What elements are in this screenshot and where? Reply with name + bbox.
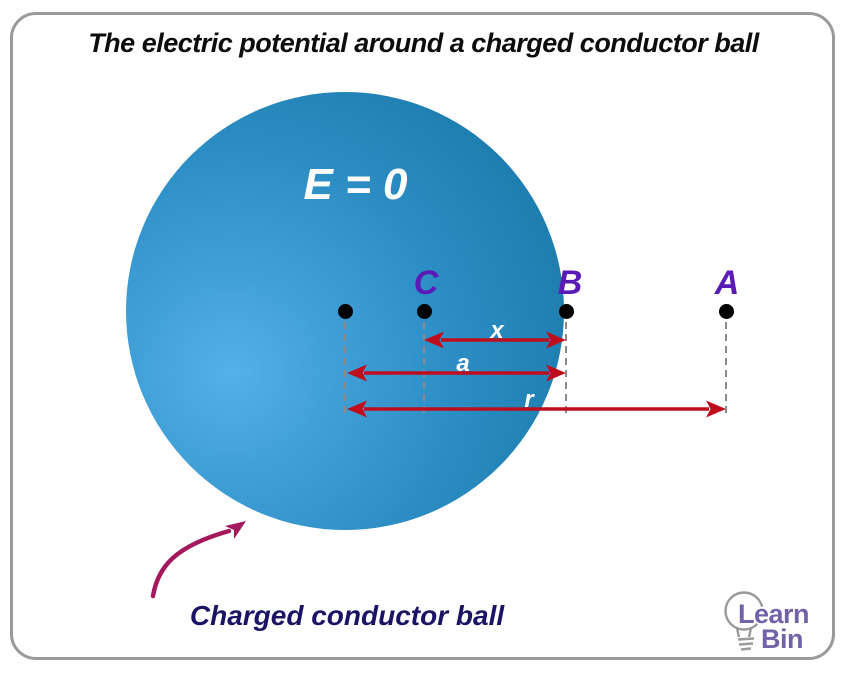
guide-line-a: [725, 322, 727, 415]
point-a-label: A: [714, 264, 740, 302]
point-c-label: C: [413, 264, 439, 302]
point-b-label: B: [557, 264, 583, 302]
logo-text-learn: Learn: [738, 599, 810, 629]
border-frame: [10, 12, 835, 660]
diagram-title: The electric potential around a charged …: [88, 28, 759, 58]
distance-x-arrow: [424, 331, 566, 349]
ball-caption: Charged conductor ball: [189, 600, 505, 631]
point-a-dot: [719, 304, 734, 319]
guide-line-c: [423, 322, 425, 415]
field-strength-label: E = 0: [303, 160, 408, 209]
point-center-dot: [338, 304, 353, 319]
distance-r-label: r: [524, 386, 534, 413]
distance-a-label: a: [456, 350, 470, 377]
guide-line-center: [344, 322, 346, 415]
learnbin-logo: [715, 585, 835, 660]
distance-r-arrow: [347, 400, 726, 418]
distance-x-label: x: [490, 317, 504, 344]
point-b-dot: [559, 304, 574, 319]
logo-text-bin: Bin: [761, 624, 804, 654]
guide-line-b: [565, 322, 567, 415]
distance-a-arrow: [347, 364, 566, 382]
point-c-dot: [417, 304, 432, 319]
caption-arrow: [150, 521, 246, 599]
